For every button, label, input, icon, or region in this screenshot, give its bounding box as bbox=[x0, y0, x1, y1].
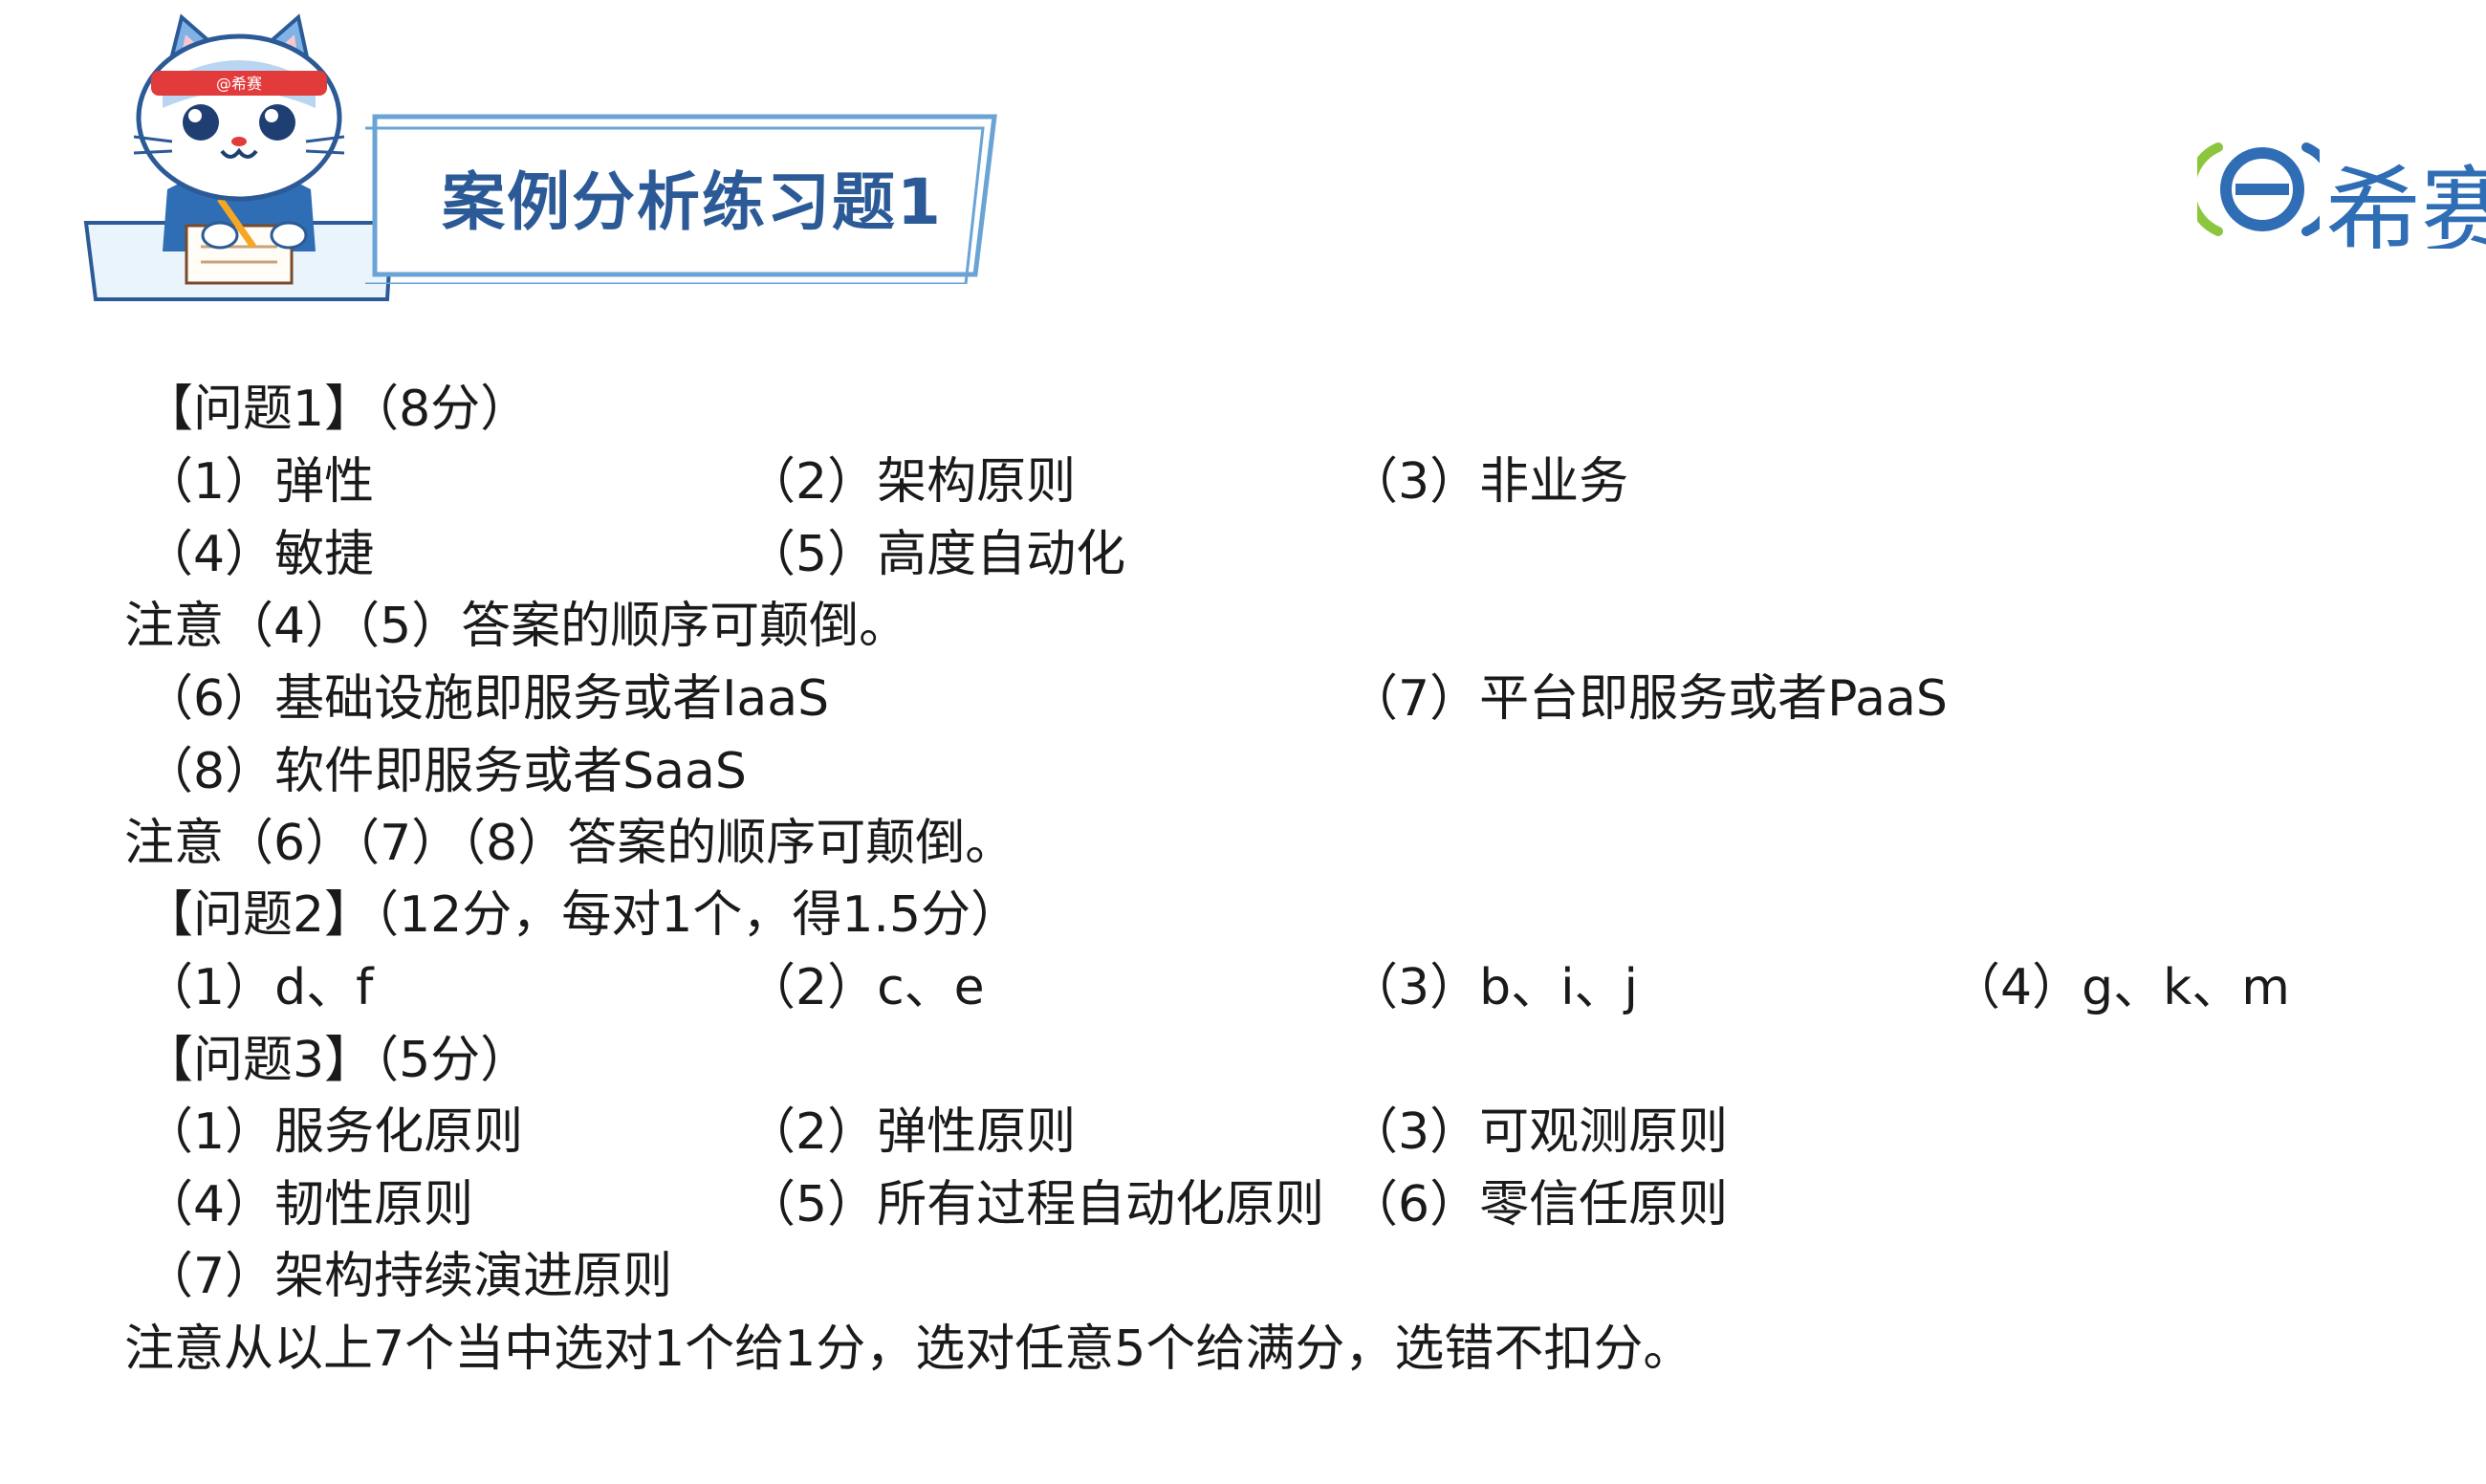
page-title: 案例分析练习题1 bbox=[442, 165, 943, 239]
answer-item: （6）零信任原则 bbox=[1348, 1176, 1729, 1233]
answer-item: （5）所有过程自动化原则 bbox=[746, 1176, 1325, 1233]
brand-e-icon bbox=[2197, 142, 2320, 236]
question-2-heading: 【问题2】（12分，每对1个，得1.5分） bbox=[143, 886, 1021, 944]
answer-item: （2）c、e bbox=[746, 959, 985, 1016]
cat-mascot-illustration: @希赛 bbox=[83, 13, 395, 301]
answer-item: （2）弹性原则 bbox=[746, 1103, 1077, 1161]
headband-text: @希赛 bbox=[216, 75, 262, 93]
answer-note: 注意（6）（7）（8）答案的顺序可颠倒。 bbox=[124, 815, 1015, 872]
brand-name: 希赛 bbox=[2325, 156, 2486, 249]
answer-note: 注意（4）（5）答案的顺序可颠倒。 bbox=[124, 598, 909, 655]
answer-item: （1）d、f bbox=[143, 959, 374, 1016]
title-banner bbox=[365, 114, 997, 284]
answer-item: （2）架构原则 bbox=[746, 453, 1077, 511]
answer-item: （6）基础设施即服务或者IaaS bbox=[143, 670, 830, 728]
answer-item: （3）b、i、j bbox=[1348, 959, 1638, 1016]
answer-item: （7）架构持续演进原则 bbox=[143, 1248, 673, 1305]
answer-item: （1）服务化原则 bbox=[143, 1103, 524, 1161]
question-3-heading: 【问题3】（5分） bbox=[143, 1032, 531, 1089]
answer-item: （4）敏捷 bbox=[143, 526, 375, 583]
brand-logo: 希赛 bbox=[2190, 134, 2486, 249]
answer-item: （8）软件即服务或者SaaS bbox=[143, 743, 747, 800]
answer-item: （4）g、k、m bbox=[1951, 959, 2290, 1016]
answer-item: （5）高度自动化 bbox=[746, 526, 1126, 583]
answer-item: （4）韧性原则 bbox=[143, 1176, 474, 1233]
answer-note: 注意从以上7个当中选对1个给1分，选对任意5个给满分，选错不扣分。 bbox=[124, 1320, 1693, 1378]
question-1-heading: 【问题1】（8分） bbox=[143, 381, 531, 438]
answer-item: （1）弹性 bbox=[143, 453, 375, 511]
answer-item: （3）可观测原则 bbox=[1348, 1103, 1729, 1161]
answer-item: （3）非业务 bbox=[1348, 453, 1629, 511]
answer-item: （7）平台即服务或者PaaS bbox=[1348, 670, 1948, 728]
